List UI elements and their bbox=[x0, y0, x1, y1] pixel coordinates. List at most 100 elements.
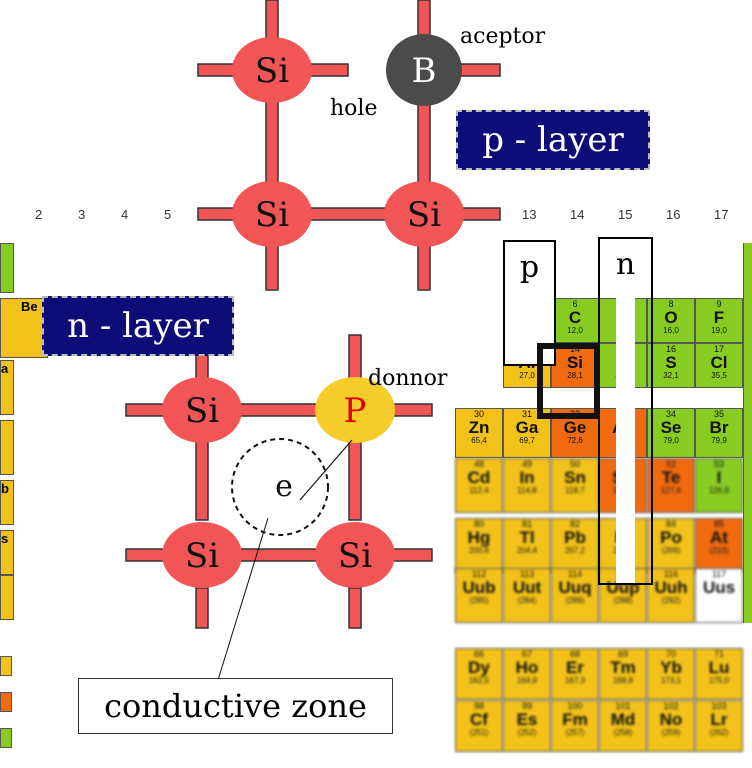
element-number: 9 bbox=[716, 299, 722, 309]
atom-silicon bbox=[384, 181, 464, 247]
bond bbox=[307, 63, 349, 77]
element-symbol: F bbox=[713, 308, 725, 327]
element-number: 6 bbox=[572, 299, 578, 309]
element-symbol: Uuh bbox=[654, 578, 688, 597]
element-mass: 175,0 bbox=[708, 676, 730, 685]
atom-donor bbox=[315, 377, 395, 443]
group-number: 3 bbox=[78, 207, 86, 222]
donor-label: donnor bbox=[368, 366, 448, 391]
element-symbol: O bbox=[664, 308, 678, 327]
element-mass: 28,1 bbox=[567, 371, 583, 380]
element-number: 52 bbox=[665, 459, 676, 469]
element-symbol: Sn bbox=[564, 468, 586, 487]
group-number: 15 bbox=[618, 207, 633, 222]
atom-silicon bbox=[162, 377, 242, 443]
element-number: 114 bbox=[567, 569, 583, 579]
element-mass: 79,9 bbox=[711, 436, 727, 445]
bond bbox=[391, 548, 433, 562]
element-mass: 167,3 bbox=[564, 676, 586, 685]
element-number: 16 bbox=[665, 344, 676, 354]
element-symbol: Uut bbox=[512, 578, 542, 597]
left-edge-symbol: s bbox=[1, 531, 9, 546]
atom-symbol: Si bbox=[185, 536, 219, 576]
element-symbol: S bbox=[665, 353, 677, 372]
p-layer-text: p - layer bbox=[482, 120, 624, 160]
atom-symbol: Si bbox=[338, 536, 372, 576]
element-number: 17 bbox=[713, 344, 724, 354]
bond bbox=[307, 207, 389, 221]
element-mass: 12,0 bbox=[567, 326, 583, 335]
bond bbox=[195, 439, 209, 521]
bond bbox=[197, 207, 237, 221]
element-mass: (289) bbox=[565, 596, 585, 605]
element-symbol: Md bbox=[610, 710, 636, 729]
element-symbol: Tm bbox=[610, 658, 636, 677]
element-mass: 204,4 bbox=[516, 546, 538, 555]
element-mass: 35,5 bbox=[711, 371, 727, 380]
element-symbol: Po bbox=[660, 528, 682, 547]
element-number: 99 bbox=[521, 701, 532, 711]
element-number: 81 bbox=[521, 519, 532, 529]
element-mass: 173,1 bbox=[660, 676, 682, 685]
atom-silicon bbox=[232, 181, 312, 247]
legend-swatch bbox=[0, 656, 12, 676]
left-edge-symbol: b bbox=[1, 481, 9, 496]
element-mass: 32,1 bbox=[663, 371, 679, 380]
element-mass: (209) bbox=[661, 546, 681, 555]
p-layer-label: p - layer bbox=[456, 110, 650, 170]
element-symbol: Yb bbox=[660, 658, 682, 677]
element-number: 14 bbox=[569, 344, 580, 354]
element-symbol: Te bbox=[661, 468, 681, 487]
element-mass: (257) bbox=[565, 728, 585, 737]
element-mass: (285) bbox=[469, 596, 489, 605]
element-mass: 114,8 bbox=[517, 486, 537, 495]
legend-swatch bbox=[0, 692, 12, 712]
bond bbox=[459, 207, 501, 221]
element-mass: (292) bbox=[661, 596, 681, 605]
element-mass: (262) bbox=[709, 728, 729, 737]
bond bbox=[348, 587, 362, 629]
bond bbox=[125, 548, 169, 562]
atom-silicon bbox=[232, 37, 312, 103]
left-edge-cell: s bbox=[0, 530, 14, 575]
left-edge-cell bbox=[0, 420, 14, 475]
hole-label: hole bbox=[330, 96, 378, 121]
atom-symbol: P bbox=[344, 391, 367, 431]
element-number: 48 bbox=[473, 459, 484, 469]
element-symbol: At bbox=[710, 528, 728, 547]
group-18-edge bbox=[743, 243, 752, 623]
electron-zone-circle bbox=[231, 438, 329, 536]
conductive-zone-label: conductive zone bbox=[78, 678, 393, 734]
element-symbol: In bbox=[519, 468, 535, 487]
group-number: 4 bbox=[121, 207, 129, 222]
left-edge-cell bbox=[0, 575, 14, 620]
element-symbol: Hg bbox=[467, 528, 491, 547]
group-number: 14 bbox=[570, 207, 585, 222]
element-mass: 162,5 bbox=[468, 676, 490, 685]
element-symbol: Er bbox=[566, 658, 584, 677]
element-number: 102 bbox=[663, 701, 679, 711]
group-number: 17 bbox=[714, 207, 729, 222]
element-number: 70 bbox=[665, 649, 676, 659]
bond bbox=[265, 0, 279, 41]
group-number: 16 bbox=[666, 207, 681, 222]
atom-acceptor bbox=[386, 34, 462, 106]
element-mass: 79,0 bbox=[663, 436, 679, 445]
element-symbol: Es bbox=[516, 710, 538, 729]
element-mass: 126,9 bbox=[708, 486, 730, 495]
